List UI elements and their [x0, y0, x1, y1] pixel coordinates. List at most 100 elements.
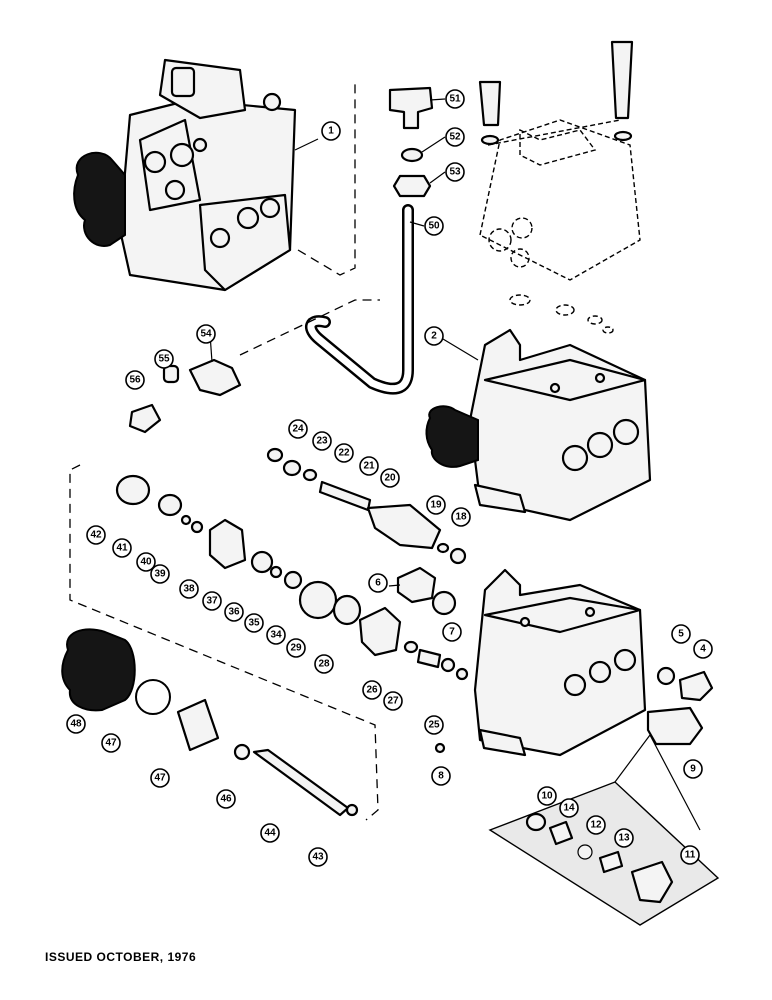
dashed-link-fitting [239, 299, 380, 356]
spool-components [266, 447, 467, 565]
svg-text:2: 2 [431, 331, 437, 342]
callout-13: 13 [614, 828, 634, 848]
svg-text:47: 47 [105, 738, 117, 749]
callout-24: 24 [288, 419, 308, 439]
svg-text:51: 51 [449, 94, 461, 105]
svg-text:43: 43 [312, 852, 324, 863]
svg-text:47: 47 [154, 773, 166, 784]
callout-22: 22 [334, 443, 354, 463]
svg-text:9: 9 [690, 764, 696, 775]
callout-1: 1 [321, 121, 341, 141]
callout-21: 21 [359, 456, 379, 476]
plug-and-spring-group [396, 566, 469, 754]
callout-42: 42 [86, 525, 106, 545]
callout-47-upper: 47 [101, 733, 121, 753]
callout-6: 6 [368, 573, 388, 593]
svg-text:6: 6 [375, 578, 381, 589]
svg-text:40: 40 [140, 557, 152, 568]
callout-56: 56 [125, 370, 145, 390]
callout-40: 40 [136, 552, 156, 572]
dashed-outline-upper [297, 80, 356, 276]
svg-text:24: 24 [292, 424, 304, 435]
callout-4: 4 [693, 639, 713, 659]
tube-inner [307, 206, 412, 393]
callout-54: 54 [196, 324, 216, 344]
callout-10: 10 [537, 786, 557, 806]
callout-25: 25 [424, 715, 444, 735]
callout-53: 53 [445, 162, 465, 182]
svg-text:23: 23 [316, 436, 328, 447]
svg-text:35: 35 [248, 618, 260, 629]
valve-section-2 [425, 328, 652, 522]
dashed-outline-lower [69, 464, 379, 821]
callout-26: 26 [362, 680, 382, 700]
svg-text:38: 38 [183, 584, 195, 595]
svg-text:37: 37 [206, 596, 218, 607]
svg-text:8: 8 [438, 771, 444, 782]
callout-36: 36 [224, 602, 244, 622]
svg-text:29: 29 [290, 643, 302, 654]
svg-text:19: 19 [430, 500, 442, 511]
callout-38: 38 [179, 579, 199, 599]
callout-12: 12 [586, 815, 606, 835]
callout-27: 27 [383, 691, 403, 711]
callout-48: 48 [66, 714, 86, 734]
svg-text:7: 7 [449, 627, 455, 638]
svg-text:48: 48 [70, 719, 82, 730]
svg-text:46: 46 [220, 794, 232, 805]
svg-text:56: 56 [129, 375, 141, 386]
svg-text:1: 1 [328, 126, 334, 137]
callout-28: 28 [314, 654, 334, 674]
svg-text:53: 53 [449, 167, 461, 178]
svg-text:39: 39 [154, 569, 166, 580]
svg-text:42: 42 [90, 530, 102, 541]
svg-text:11: 11 [685, 850, 696, 861]
svg-text:34: 34 [270, 630, 282, 641]
svg-text:52: 52 [449, 132, 461, 143]
svg-text:26: 26 [366, 685, 378, 696]
svg-text:21: 21 [363, 461, 375, 472]
svg-text:54: 54 [200, 329, 212, 340]
callout-2: 2 [424, 326, 444, 346]
boot-and-shaft-group [61, 628, 359, 817]
callout-37: 37 [202, 591, 222, 611]
valve-ghost-upper-right [478, 40, 641, 334]
svg-text:14: 14 [563, 803, 575, 814]
callout-35: 35 [244, 613, 264, 633]
svg-text:18: 18 [455, 512, 467, 523]
svg-text:50: 50 [428, 221, 440, 232]
svg-text:27: 27 [387, 696, 399, 707]
svg-text:28: 28 [318, 659, 330, 670]
callout-44: 44 [260, 823, 280, 843]
callout-20: 20 [380, 468, 400, 488]
callout-47-lower: 47 [150, 768, 170, 788]
svg-text:20: 20 [384, 473, 396, 484]
svg-text:22: 22 [338, 448, 350, 459]
fitting-group [128, 86, 434, 434]
callout-7: 7 [442, 622, 462, 642]
leader-lines [209, 98, 479, 587]
callout-5: 5 [671, 624, 691, 644]
callout-51: 51 [445, 89, 465, 109]
svg-text:36: 36 [228, 607, 240, 618]
issued-date-caption: ISSUED OCTOBER, 1976 [45, 950, 197, 964]
callout-43: 43 [308, 847, 328, 867]
svg-text:25: 25 [428, 720, 440, 731]
callout-23: 23 [312, 431, 332, 451]
svg-text:12: 12 [590, 820, 602, 831]
callout-8: 8 [431, 766, 451, 786]
inset-detail [488, 781, 720, 926]
seal-and-washer-group [115, 474, 402, 657]
svg-text:4: 4 [700, 644, 706, 655]
callout-9: 9 [683, 759, 703, 779]
callout-46: 46 [216, 789, 236, 809]
callout-18: 18 [451, 507, 471, 527]
callout-11: 11 [680, 845, 700, 865]
callout-41: 41 [112, 538, 132, 558]
svg-text:55: 55 [158, 354, 170, 365]
valve-assembly-upper [73, 58, 297, 292]
callout-50: 50 [424, 216, 444, 236]
callout-29: 29 [286, 638, 306, 658]
valve-section-lower [473, 568, 647, 757]
